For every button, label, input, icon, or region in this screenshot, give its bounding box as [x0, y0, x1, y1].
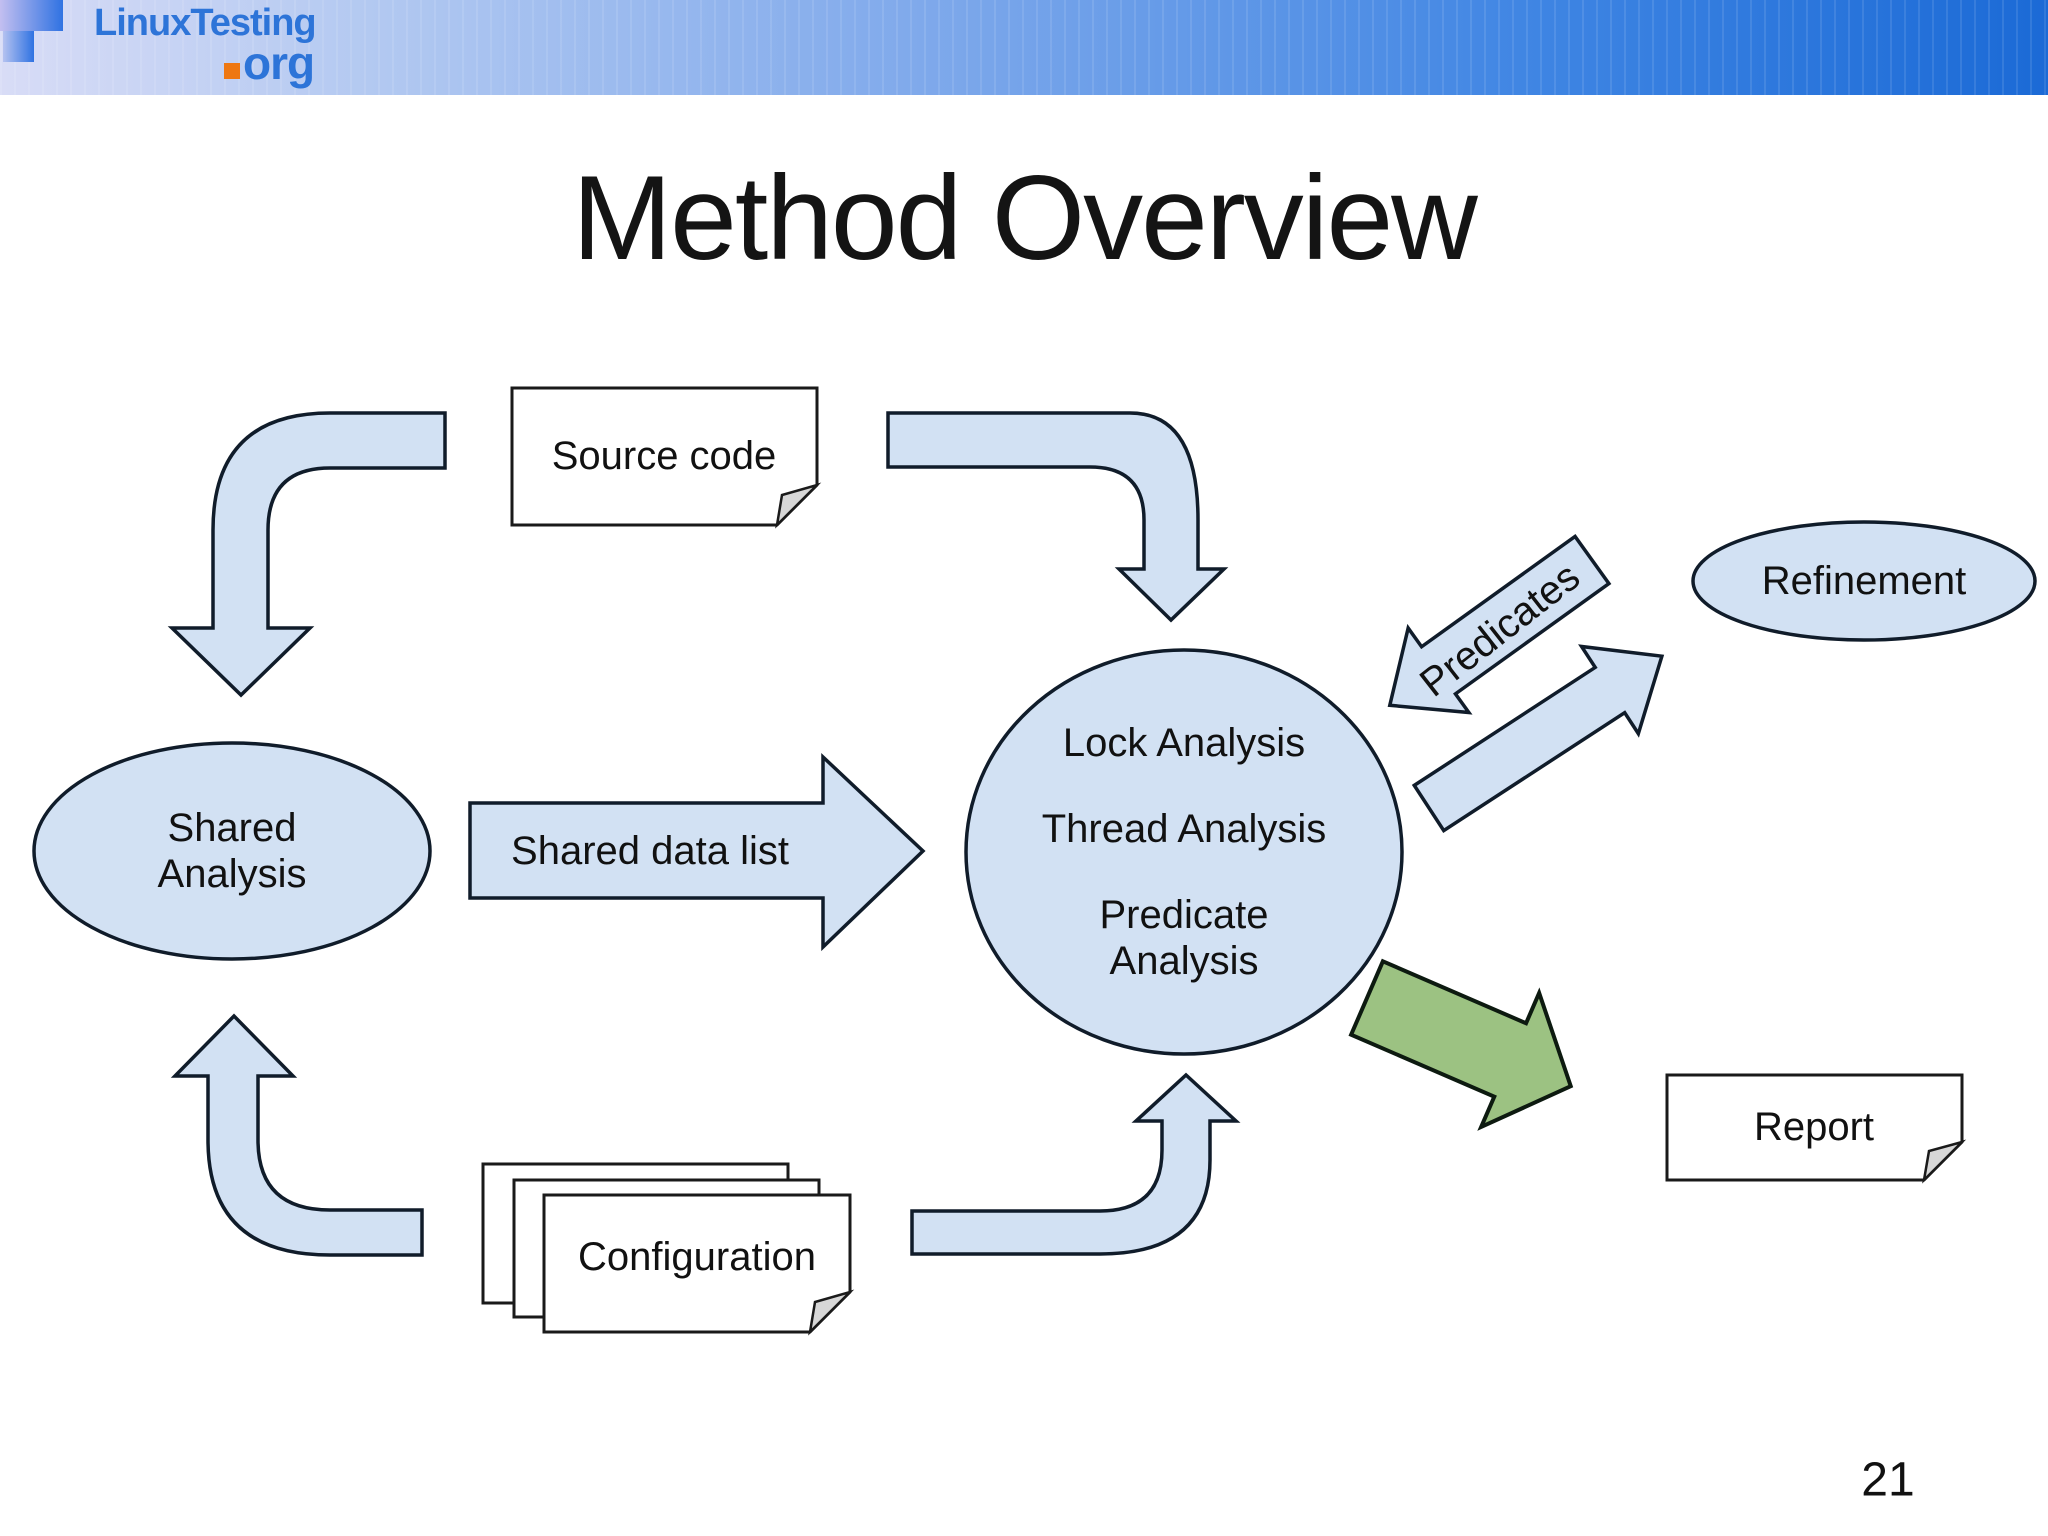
shared-analysis-label: Shared Analysis	[157, 806, 307, 896]
lock-analysis-label: Lock Analysis	[1062, 721, 1306, 765]
shared-data-list-label: Shared data list	[511, 829, 789, 873]
elbow-arrow-source-to-circle	[886, 411, 1229, 623]
configuration-doc-front	[542, 1193, 855, 1336]
report-doc	[1665, 1073, 1967, 1184]
source-code-doc	[510, 386, 822, 529]
configuration-doc-stack	[481, 1162, 855, 1336]
thread-analysis-label: Thread Analysis	[1041, 807, 1327, 851]
header-bar: LinuxTesting org	[0, 0, 2048, 95]
logo-tld: org	[243, 37, 315, 89]
logo-org-text: org	[224, 36, 315, 90]
circle-to-report-green-arrow	[1348, 958, 1574, 1131]
report-label: Report	[1753, 1105, 1875, 1149]
linuxtesting-logo-icon	[0, 0, 63, 62]
logo-square-top	[0, 0, 63, 31]
analysis-circle	[964, 648, 1404, 1056]
elbow-arrow-source-to-shared	[167, 411, 447, 698]
logo-brand-text: LinuxTesting	[94, 2, 317, 44]
shared-analysis-ellipse	[32, 741, 432, 961]
elbow-arrow-config-to-shared	[170, 1013, 424, 1257]
logo-square-bottom	[3, 31, 34, 62]
predicate-analysis-label: Predicate Analysis	[1099, 893, 1269, 983]
logo-org-dot-icon	[224, 63, 240, 79]
header-stripes	[0, 0, 2048, 95]
source-code-label: Source code	[551, 434, 777, 478]
page-number: 21	[1861, 1453, 1915, 1507]
refinement-ellipse	[1691, 520, 2037, 642]
circle-to-refinement-arrow	[1411, 644, 1665, 834]
elbow-arrow-config-to-circle	[910, 1072, 1241, 1256]
configuration-label: Configuration	[578, 1235, 816, 1279]
shared-data-list-arrow	[468, 752, 926, 952]
predicates-arrow	[1387, 534, 1612, 715]
page-title: Method Overview	[572, 151, 1478, 285]
analysis-circle-text: Lock Analysis Thread Analysis Predicate …	[1042, 720, 1327, 984]
refinement-label: Refinement	[1761, 559, 1967, 603]
